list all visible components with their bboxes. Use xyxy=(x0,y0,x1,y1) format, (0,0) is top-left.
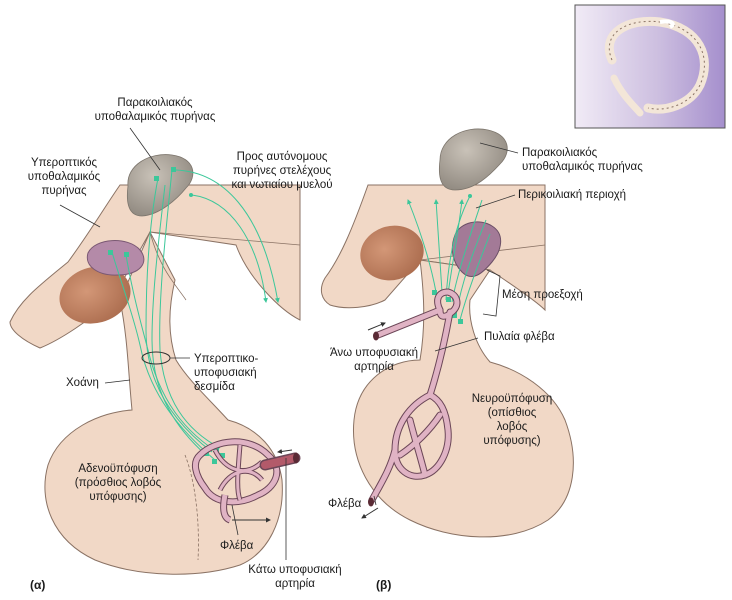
label-to-autonomic-nuclei: Προς αυτόνομους πυρήνες στελέχους και νω… xyxy=(212,150,352,192)
label-line: δεσμίδα xyxy=(194,381,235,393)
label-vein-b: Φλέβα xyxy=(328,498,362,510)
label-line: πυρήνες στελέχους xyxy=(232,165,332,177)
label-vein-a: Φλέβα xyxy=(220,540,254,552)
label-line: Παρακοιλιακός xyxy=(117,97,193,109)
label-line: Άνω υποφυσιακή xyxy=(329,347,419,359)
label-line: υπόφυσης) xyxy=(483,435,541,447)
label-periventricular-region: Περικοιλιακή περιοχή xyxy=(518,189,627,201)
label-line: Νευροϋπόφυση xyxy=(471,393,553,405)
optic-chiasm-a xyxy=(59,266,131,324)
median-eminence-bracket xyxy=(482,269,501,317)
label-line: (οπίσθιος xyxy=(487,407,537,419)
label-neurohypophysis: Νευροϋπόφυση (οπίσθιος λοβός υπόφυσης) xyxy=(462,392,562,448)
label-line: λοβός xyxy=(496,421,528,433)
label-inferior-hypophyseal-artery: Κάτω υποφυσιακή αρτηρία xyxy=(240,563,350,591)
neurohypophysis-b xyxy=(352,259,574,538)
label-supraoptic-nucleus-a: Υπεροπτικός υποθαλαμικός πυρήνας xyxy=(14,156,114,198)
label-line: Κάτω υποφυσιακή xyxy=(248,564,342,576)
paraventricular-nucleus-b xyxy=(438,128,508,191)
leaders-b xyxy=(373,142,519,506)
label-line: Αδενοϋπόφυση xyxy=(78,463,158,475)
panel-b-anatomy xyxy=(320,184,574,538)
panel-label-a: (α) xyxy=(30,578,46,592)
label-median-eminence: Μέση προεξοχή xyxy=(502,289,583,301)
label-line: υπόφυσης) xyxy=(89,491,147,503)
label-supraoptic-hypophyseal-tract: Υπεροπτικο- υποφυσιακή δεσμίδα xyxy=(194,352,258,394)
hypothalamus-b xyxy=(320,184,546,312)
label-line: αρτηρία xyxy=(354,361,394,373)
label-paraventricular-nucleus-b: Παρακοιλιακός υποθαλαμικός πυρήνας xyxy=(522,146,643,174)
label-line: (πρόσθιος λοβός xyxy=(74,477,162,489)
label-line: Προς αυτόνομους xyxy=(236,151,328,163)
label-line: Παρακοιλιακός xyxy=(522,147,598,159)
periventricular-region-b xyxy=(451,221,502,277)
leaders-a xyxy=(59,127,287,560)
panel-label-b: (β) xyxy=(376,578,392,592)
label-line: υποφυσιακή xyxy=(194,367,257,379)
label-infundibulum: Χοάνη xyxy=(66,377,99,389)
label-paraventricular-nucleus-a: Παρακοιλιακός υποθαλαμικός πυρήνας xyxy=(90,96,220,124)
label-line: Υπεροπτικο- xyxy=(194,353,259,365)
neurosecretory-fibers-a xyxy=(111,169,280,461)
vessels-a xyxy=(191,438,301,524)
label-superior-hypophyseal-artery: Άνω υποφυσιακή αρτηρία xyxy=(324,346,424,374)
inset-thumbnail xyxy=(574,4,726,129)
label-line: υποθαλαμικός xyxy=(27,171,101,183)
label-line: υποθαλαμικός πυρήνας xyxy=(94,111,216,123)
label-line: και νωτιαίου μυελού xyxy=(231,179,333,191)
label-line: Υπεροπτικός xyxy=(30,157,98,169)
label-line: υποθαλαμικός πυρήνας xyxy=(522,161,643,173)
label-adenohypophysis: Αδενοϋπόφυση (πρόσθιος λοβός υπόφυσης) xyxy=(55,462,181,504)
supraoptic-nucleus-a xyxy=(86,240,145,276)
label-line: αρτηρία xyxy=(275,578,315,590)
label-portal-vein: Πυλαία φλέβα xyxy=(484,331,555,343)
label-line: πυρήνας xyxy=(41,185,87,197)
optic-chiasm-b xyxy=(360,225,424,281)
